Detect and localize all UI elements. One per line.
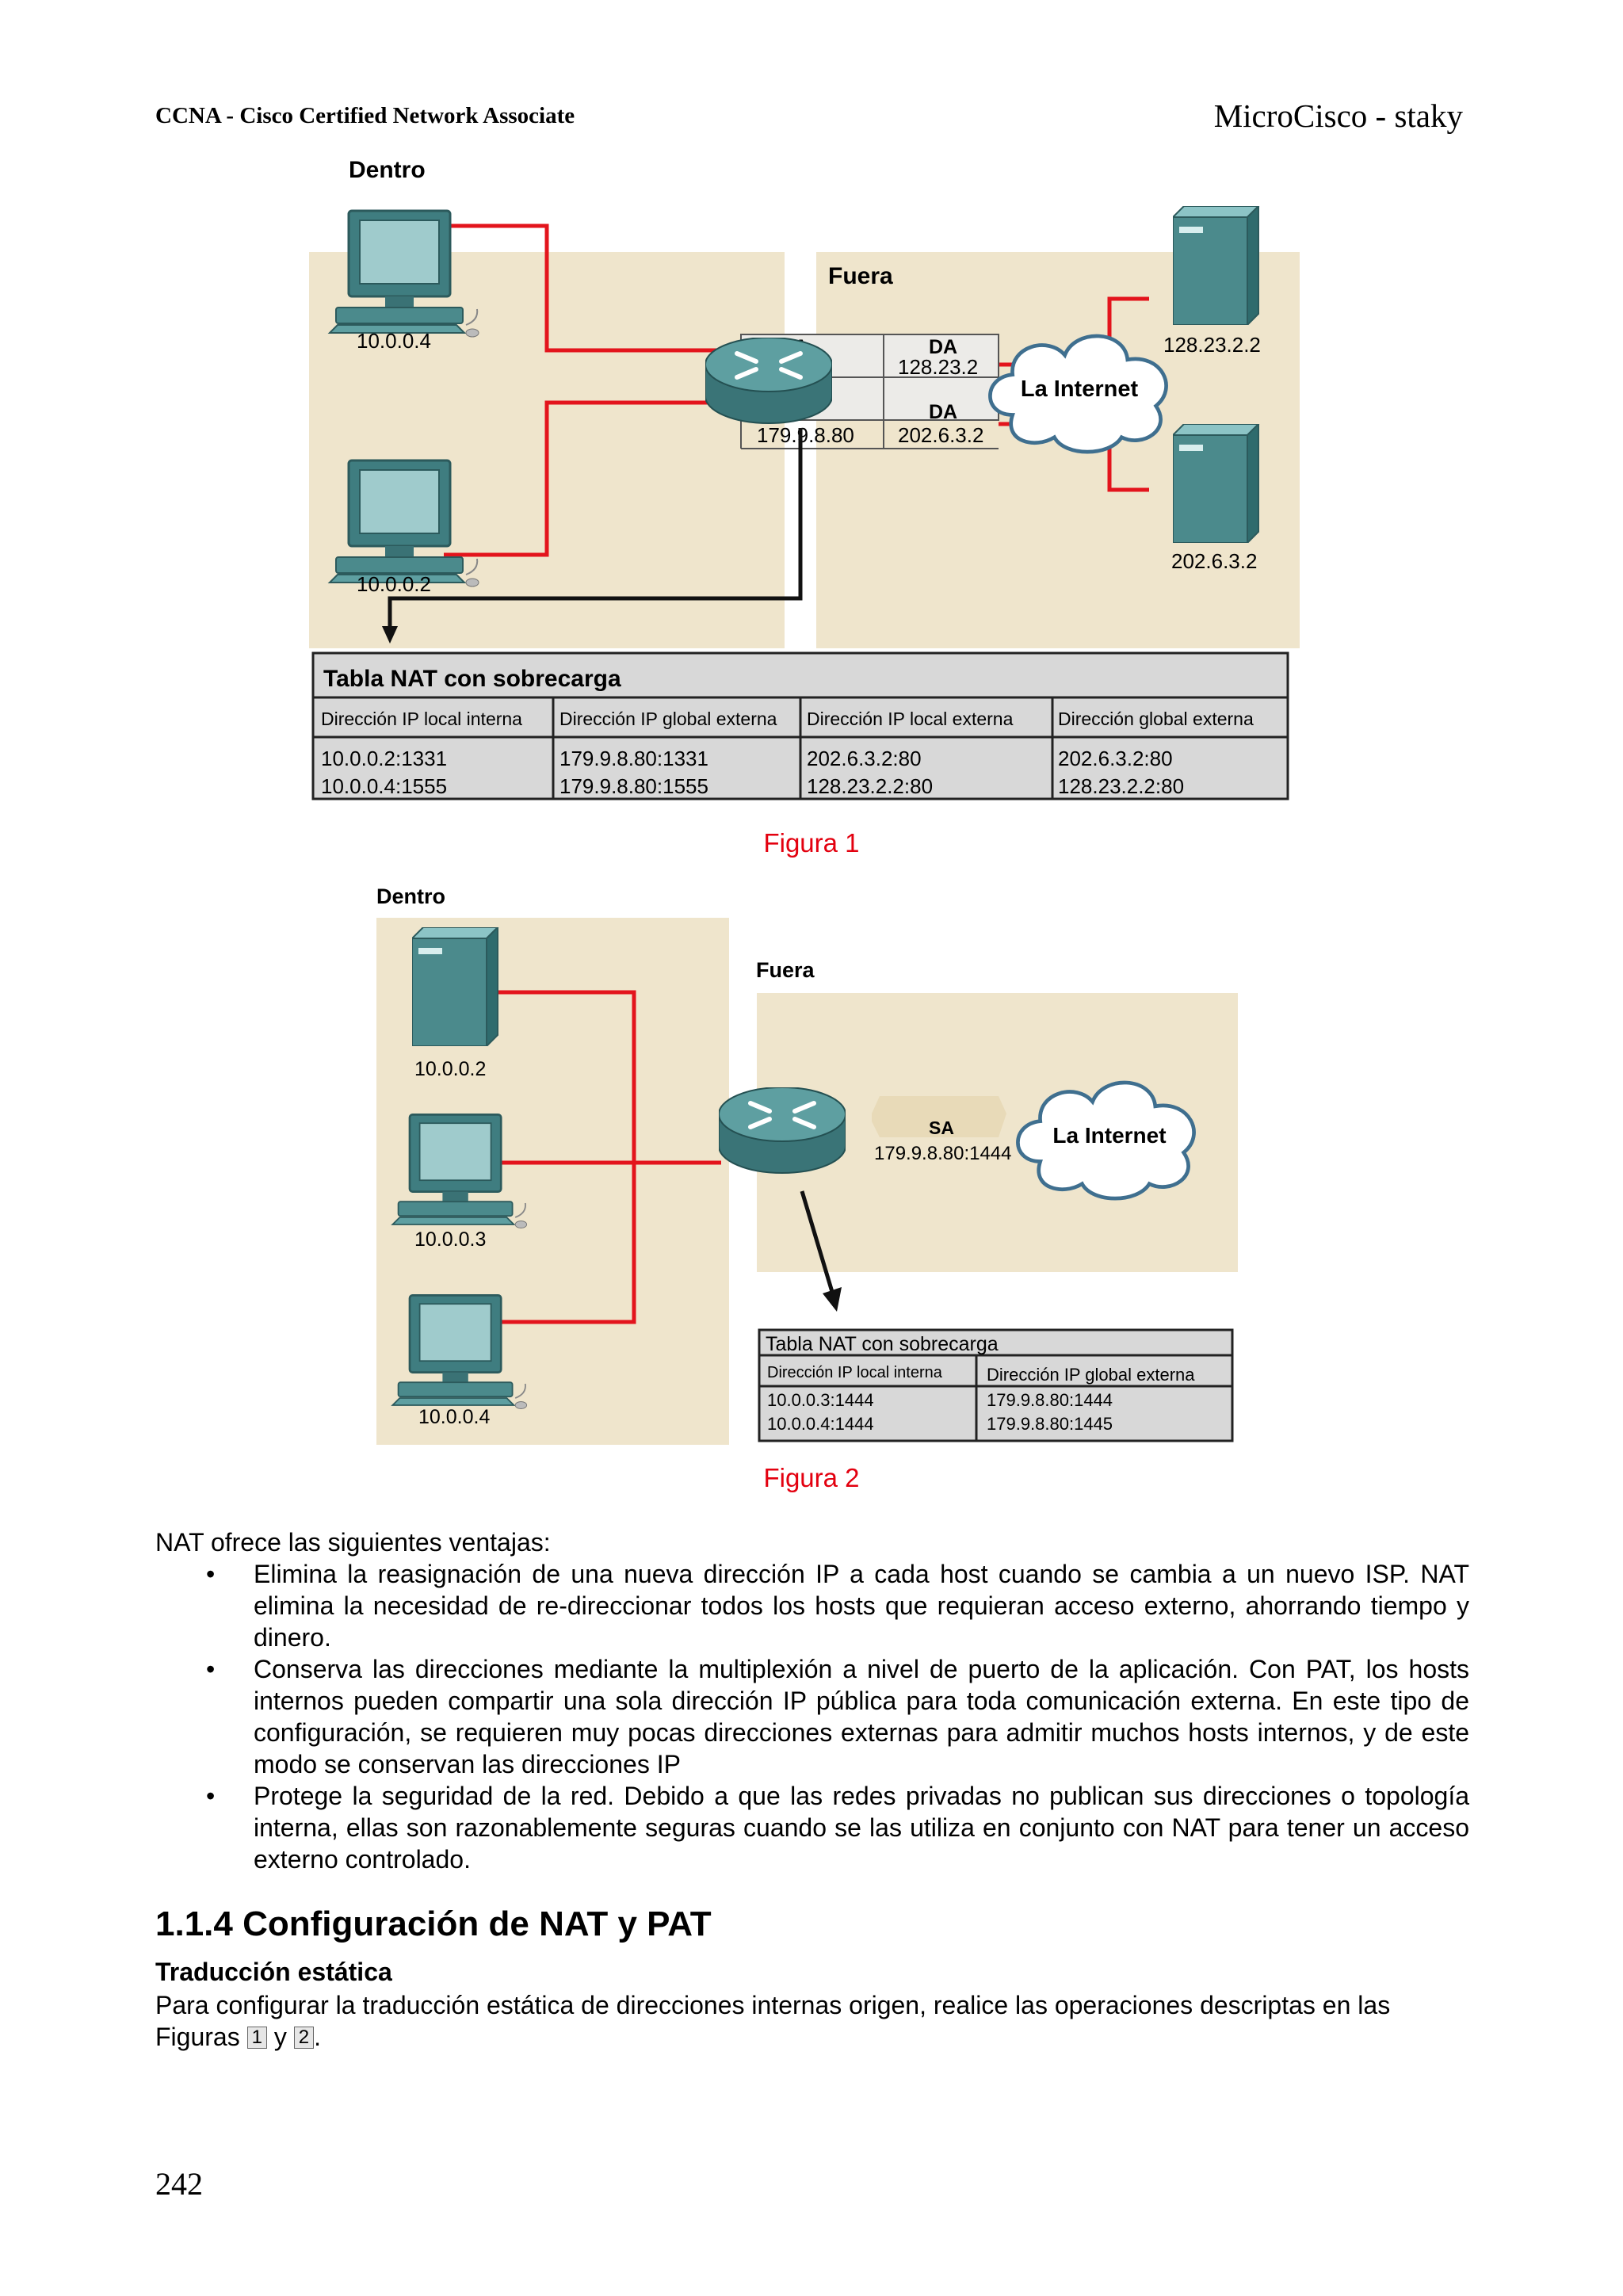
list-item: • Elimina la reasignación de una nueva di… — [155, 1558, 1469, 1653]
packet-value-da: 128.23.2 — [898, 355, 978, 379]
outside-zone-label: Fuera — [828, 263, 893, 289]
router-icon — [719, 1087, 846, 1173]
outside-zone-label: Fuera — [756, 958, 815, 982]
bullet-icon: • — [206, 1782, 216, 1810]
subsection-heading: Traducción estática — [155, 1958, 392, 1986]
server-ip-label: 128.23.2.2 — [1163, 333, 1261, 357]
internet-label: La Internet — [1052, 1123, 1166, 1148]
server-icon — [1173, 424, 1259, 543]
figure-1-caption: Figura 1 — [763, 828, 860, 858]
conjunction-text: y — [273, 2023, 287, 2051]
nat-table-cell: 10.0.0.4:1444 — [767, 1414, 874, 1434]
nat-table-cell: 179.9.8.80:1555 — [559, 774, 708, 798]
nat-table-cell: 10.0.0.2:1331 — [321, 747, 447, 770]
section-heading: 1.1.4 Configuración de NAT y PAT — [155, 1904, 712, 1943]
nat-table-header: Dirección IP local interna — [321, 709, 522, 729]
host-ip-label: 10.0.0.2 — [357, 572, 431, 596]
bullet-icon: • — [206, 1560, 216, 1588]
nat-table-cell: 179.9.8.80:1444 — [987, 1390, 1113, 1410]
list-item: • Protege la seguridad de la red. Debido … — [155, 1780, 1469, 1875]
period-text: . — [314, 2023, 321, 2051]
figure-1-nat-overload-diagram: Dentro Fuera SA DA 128.23.2 DA 179.9.8.8… — [309, 157, 1300, 800]
packet-header-da: DA — [929, 336, 957, 358]
router-icon — [705, 338, 832, 423]
nat-table-title: Tabla NAT con sobrecarga — [323, 666, 621, 692]
network-links — [495, 990, 721, 1324]
nat-table-header: Dirección IP local externa — [807, 709, 1014, 729]
list-item-text: Conserva las direcciones mediante la mul… — [254, 1655, 1469, 1778]
config-text: Para configurar la traducción estática d… — [155, 1991, 1391, 2051]
server-icon — [412, 927, 498, 1046]
figure-1-link[interactable]: 1 — [246, 2027, 267, 2049]
nat-table-cell: 202.6.3.2:80 — [1058, 747, 1173, 770]
nat-table-header: Dirección IP global externa — [559, 709, 777, 729]
packet-shape — [872, 1096, 1006, 1137]
list-item: • Conserva las direcciones mediante la mu… — [155, 1653, 1469, 1780]
advantages-intro: NAT ofrece las siguientes ventajas: — [155, 1528, 551, 1557]
nat-table-header: Dirección global externa — [1058, 709, 1254, 729]
page-number: 242 — [155, 2166, 203, 2202]
packet-value-da-2: 202.6.3.2 — [898, 423, 983, 447]
host-ip-label: 10.0.0.4 — [357, 329, 431, 353]
nat-table-cell: 179.9.8.80:1331 — [559, 747, 708, 770]
inside-zone-label: Dentro — [376, 884, 445, 908]
packet-header-sa: SA — [929, 1117, 954, 1138]
nat-table-cell: 10.0.0.4:1555 — [321, 774, 447, 798]
packet-value-sa: 179.9.8.80:1444 — [874, 1143, 1012, 1164]
figure-2-link[interactable]: 2 — [293, 2027, 315, 2049]
config-paragraph: Para configurar la traducción estática d… — [155, 1989, 1469, 2053]
nat-table-cell: 202.6.3.2:80 — [807, 747, 922, 770]
nat-table-header: Dirección IP local interna — [767, 1364, 943, 1381]
advantages-list: • Elimina la reasignación de una nueva di… — [155, 1558, 1469, 1875]
nat-table-title: Tabla NAT con sobrecarga — [766, 1333, 999, 1355]
server-icon — [1173, 206, 1259, 325]
host-ip-label: 10.0.0.2 — [414, 1058, 486, 1080]
inside-zone-label: Dentro — [349, 157, 426, 183]
running-header-author: MicroCisco - staky — [1213, 97, 1463, 134]
host-ip-label: 10.0.0.4 — [418, 1406, 490, 1428]
bullet-icon: • — [206, 1655, 216, 1683]
nat-table-cell: 128.23.2.2:80 — [1058, 774, 1184, 798]
nat-table-header: Dirección IP global externa — [987, 1365, 1195, 1385]
packet-header-da-2: DA — [929, 401, 957, 423]
arrow-to-nat-table — [388, 428, 803, 630]
packet-value-sa: 179.9.8.80 — [757, 423, 854, 447]
arrow-to-nat-table — [800, 1190, 834, 1293]
nat-table-cell: 10.0.0.3:1444 — [767, 1390, 874, 1410]
nat-table-cell: 179.9.8.80:1445 — [987, 1414, 1113, 1434]
figure-2-nat-overload-diagram: Dentro Fuera SA 179.9.8.80:1444 10.0.0.2… — [376, 884, 1238, 1445]
internet-label: La Internet — [1021, 376, 1139, 402]
nat-table-cell: 128.23.2.2:80 — [807, 774, 933, 798]
list-item-text: Elimina la reasignación de una nueva dir… — [254, 1560, 1469, 1652]
host-ip-label: 10.0.0.3 — [414, 1228, 486, 1251]
list-item-text: Protege la seguridad de la red. Debido a… — [254, 1782, 1469, 1874]
server-ip-label: 202.6.3.2 — [1171, 549, 1257, 573]
running-header-title: CCNA - Cisco Certified Network Associate — [155, 103, 575, 128]
figure-2-caption: Figura 2 — [763, 1463, 860, 1492]
nat-overload-table: Tabla NAT con sobrecarga Dirección IP lo… — [311, 651, 1289, 800]
nat-overload-table: Tabla NAT con sobrecarga Dirección IP lo… — [758, 1328, 1234, 1442]
